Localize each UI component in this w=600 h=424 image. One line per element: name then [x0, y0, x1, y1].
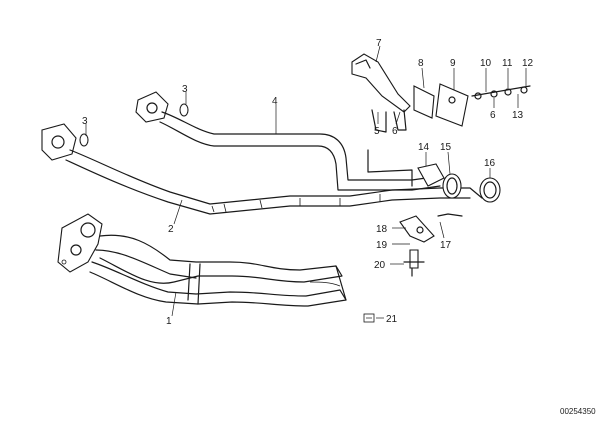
callout-18: 18: [376, 224, 388, 235]
callout-13: 13: [512, 110, 524, 121]
callout-4: 4: [272, 96, 278, 107]
callout-11: 11: [502, 58, 513, 69]
document-number: 00254350: [560, 407, 596, 416]
callout-16: 16: [484, 158, 496, 169]
leader-lines: [85, 45, 527, 317]
callout-14: 14: [418, 142, 430, 153]
mounting-hanger-parts-5-6: [367, 109, 413, 187]
callout-19: 19: [376, 240, 388, 251]
bracket-parts-17-20: [399, 213, 463, 277]
gasket-part-3: [79, 103, 189, 147]
rubber-rings-parts-14-16: [417, 163, 501, 203]
exhaust-pipe-part-2: [41, 123, 483, 215]
callout-2: 2: [168, 224, 174, 235]
callout-7: 7: [376, 38, 382, 49]
callout-20: 20: [374, 260, 386, 271]
callout-3b: 3: [182, 84, 188, 95]
exhaust-pipe-part-4: [135, 91, 441, 191]
callout-21: 21: [386, 314, 398, 325]
callout-8: 8: [418, 58, 424, 69]
callout-labels: 1 2 3 3 4 5 6 6 7 8 9 10 11 12 13 14 15 …: [82, 38, 534, 327]
front-pipe-part-1: [57, 213, 347, 307]
callout-5: 5: [374, 126, 380, 137]
callout-3a: 3: [82, 116, 88, 127]
callout-12: 12: [522, 58, 534, 69]
callout-10: 10: [480, 58, 492, 69]
callout-9: 9: [450, 58, 456, 69]
callout-6a: 6: [392, 126, 398, 137]
hanger-bracket-group: [351, 53, 531, 127]
callout-1: 1: [166, 316, 172, 327]
callout-17: 17: [440, 240, 452, 251]
callout-6b: 6: [490, 110, 496, 121]
kit-symbol-part-21: 21: [363, 313, 398, 325]
callout-15: 15: [440, 142, 452, 153]
